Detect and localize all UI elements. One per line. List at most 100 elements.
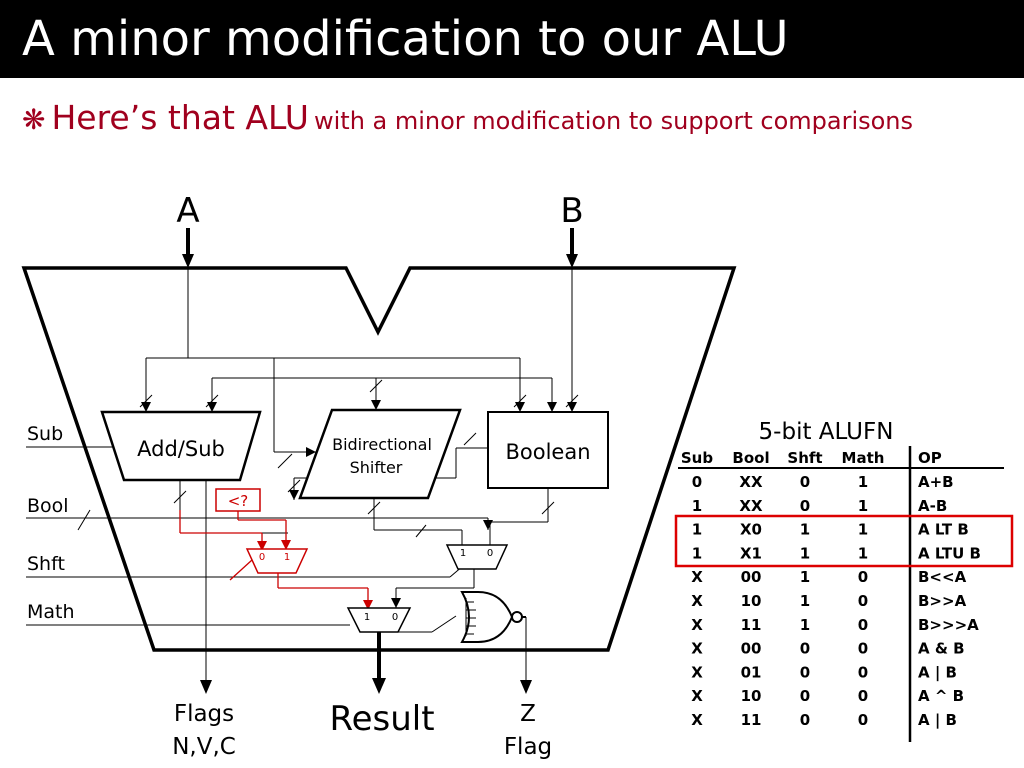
table-cell: 1 xyxy=(692,521,702,539)
table-cell: X1 xyxy=(740,544,762,562)
table-cell: X xyxy=(691,711,703,729)
table-cell: X xyxy=(691,640,703,658)
compare-mux-label-0: 0 xyxy=(259,552,265,563)
table-header-cell: Shft xyxy=(787,449,822,467)
compare-mux-label-1: 1 xyxy=(284,552,290,563)
z-flag-label-line1: Z xyxy=(520,701,536,727)
boolean-block xyxy=(487,411,609,489)
table-cell: 0 xyxy=(858,687,868,705)
compare-block xyxy=(215,488,261,512)
zero-detect-nor-gate xyxy=(460,591,526,643)
add-sub-block xyxy=(100,410,262,482)
table-cell: 0 xyxy=(800,687,810,705)
compare-label: <? xyxy=(228,492,249,510)
table-header-cell: Math xyxy=(842,449,885,467)
table-cell: 1 xyxy=(858,473,868,491)
table-cell: 0 xyxy=(800,711,810,729)
table-cell: 00 xyxy=(741,568,762,586)
control-math-label: Math xyxy=(27,601,75,623)
comparison-rows-highlight xyxy=(674,514,1014,568)
control-bool-label: Bool xyxy=(27,495,69,517)
table-cell: 1 xyxy=(692,544,702,562)
table-cell: X xyxy=(691,616,703,634)
table-cell: 10 xyxy=(741,687,762,705)
table-cell: 0 xyxy=(858,711,868,729)
table-cell: A LT B xyxy=(918,521,969,539)
z-flag-label-line2: Flag xyxy=(504,734,552,760)
shifter-label-line2: Shifter xyxy=(350,458,403,477)
result-label: Result xyxy=(329,699,434,739)
input-a-label: A xyxy=(176,191,199,231)
alufn-table-title: 5-bit ALUFN xyxy=(759,419,894,445)
control-sub-label: Sub xyxy=(27,423,63,445)
table-cell: 1 xyxy=(692,497,702,515)
title-bar: A minor modification to our ALU xyxy=(0,0,1024,78)
shift-bool-mux xyxy=(445,544,509,570)
shifter-label-line1: Bidirectional xyxy=(332,435,432,454)
control-shft-label: Shft xyxy=(27,553,65,575)
table-cell: 0 xyxy=(800,640,810,658)
shift-bool-mux-label-0: 0 xyxy=(487,548,493,559)
compare-mux xyxy=(245,548,309,574)
table-cell: A-B xyxy=(918,497,947,515)
table-cell: X xyxy=(691,592,703,610)
table-cell: XX xyxy=(739,497,763,515)
flags-label-line2: N,V,C xyxy=(172,734,236,760)
page-title: A minor modification to our ALU xyxy=(22,11,789,67)
table-header-cell: Sub xyxy=(681,449,713,467)
table-cell: X xyxy=(691,687,703,705)
table-cell: X0 xyxy=(740,521,762,539)
table-cell: X xyxy=(691,663,703,681)
flags-label-line1: Flags xyxy=(174,701,234,727)
table-cell: 11 xyxy=(741,711,762,729)
table-cell: 01 xyxy=(741,663,762,681)
table-cell: B>>>A xyxy=(918,616,979,634)
table-cell: 0 xyxy=(692,473,702,491)
table-header-cell: OP xyxy=(918,449,942,467)
table-cell: 1 xyxy=(800,592,810,610)
wire-arrows xyxy=(141,400,577,694)
table-cell: 0 xyxy=(858,616,868,634)
table-cell: 00 xyxy=(741,640,762,658)
table-cell: 10 xyxy=(741,592,762,610)
table-cell: A | B xyxy=(918,711,957,730)
table-cell: X xyxy=(691,568,703,586)
table-cell: 0 xyxy=(858,592,868,610)
table-cell: 0 xyxy=(800,473,810,491)
table-cell: 0 xyxy=(858,568,868,586)
table-cell: 0 xyxy=(858,663,868,681)
table-cell: 1 xyxy=(858,544,868,562)
table-cell: 0 xyxy=(800,663,810,681)
table-cell: 0 xyxy=(858,640,868,658)
table-cell: A+B xyxy=(918,473,954,491)
result-mux-label-0: 0 xyxy=(392,612,398,623)
table-cell: B>>A xyxy=(918,592,967,610)
subtitle: ❋Here’s that ALU with a minor modificati… xyxy=(22,98,913,137)
result-mux-label-1: 1 xyxy=(364,612,370,623)
table-cell: 1 xyxy=(800,616,810,634)
boolean-label: Boolean xyxy=(505,440,590,464)
table-cell: A LTU B xyxy=(918,544,981,562)
bullet-icon: ❋ xyxy=(22,103,46,136)
input-b-label: B xyxy=(560,191,583,231)
table-cell: 1 xyxy=(800,521,810,539)
table-cell: 1 xyxy=(800,544,810,562)
table-cell: A & B xyxy=(918,640,965,658)
table-cell: 1 xyxy=(858,497,868,515)
subtitle-detail: with a minor modification to support com… xyxy=(313,107,914,135)
table-cell: 1 xyxy=(858,521,868,539)
table-cell: 1 xyxy=(800,568,810,586)
add-sub-label: Add/Sub xyxy=(137,437,225,461)
table-header-cell: Bool xyxy=(732,449,769,467)
result-mux xyxy=(346,607,412,633)
table-cell: XX xyxy=(739,473,763,491)
table-cell: A | B xyxy=(918,663,957,682)
shifter-block xyxy=(298,408,462,500)
shift-bool-mux-label-1: 1 xyxy=(460,548,466,559)
table-cell: 0 xyxy=(800,497,810,515)
table-cell: A ^ B xyxy=(918,687,964,705)
table-cell: B<<A xyxy=(918,568,967,586)
subtitle-main: Here’s that ALU xyxy=(51,98,309,137)
